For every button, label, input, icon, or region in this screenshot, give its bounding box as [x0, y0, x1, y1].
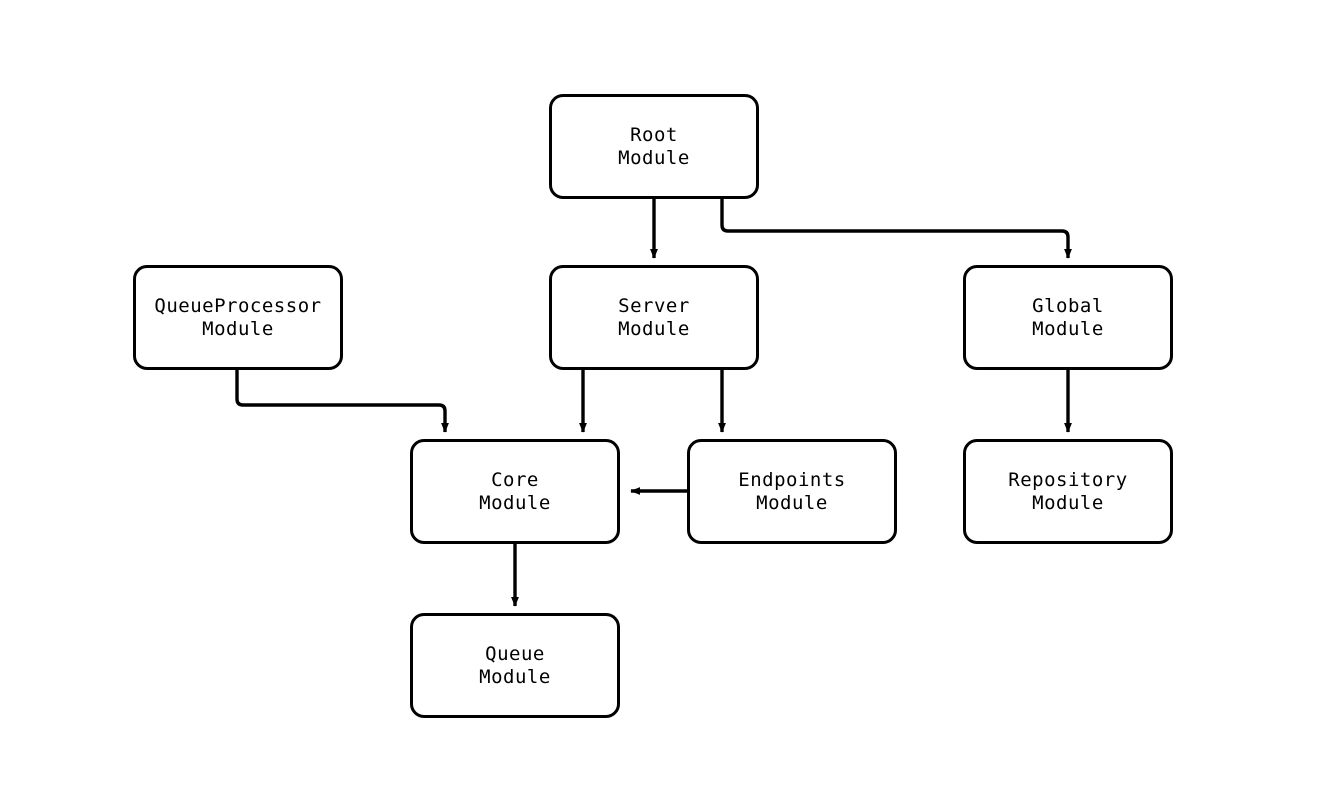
node-repository-label-line2: Module: [1032, 491, 1104, 514]
node-queue[interactable]: Queue Module: [410, 613, 620, 718]
node-repository-label-line1: Repository: [1008, 468, 1128, 491]
node-core-label-line2: Module: [479, 491, 551, 514]
edge-root-to-global: [720, 199, 1072, 259]
node-queueprocessor-label-line1: QueueProcessor: [154, 294, 322, 317]
node-server[interactable]: Server Module: [549, 265, 759, 370]
node-server-label-line2: Module: [618, 317, 690, 340]
node-core-label-line1: Core: [491, 468, 539, 491]
node-root-label-line1: Root: [630, 123, 678, 146]
node-endpoints-label-line2: Module: [756, 491, 828, 514]
node-root-label-line2: Module: [618, 146, 690, 169]
node-repository[interactable]: Repository Module: [963, 439, 1173, 544]
node-queue-label-line1: Queue: [485, 642, 545, 665]
node-core[interactable]: Core Module: [410, 439, 620, 544]
node-root[interactable]: Root Module: [549, 94, 759, 199]
node-queueprocessor-label-line2: Module: [202, 317, 274, 340]
node-endpoints-label-line1: Endpoints: [738, 468, 846, 491]
node-queue-label-line2: Module: [479, 665, 551, 688]
node-server-label-line1: Server: [618, 294, 690, 317]
node-global-label-line1: Global: [1032, 294, 1104, 317]
node-global[interactable]: Global Module: [963, 265, 1173, 370]
node-endpoints[interactable]: Endpoints Module: [687, 439, 897, 544]
node-queueprocessor[interactable]: QueueProcessor Module: [133, 265, 343, 370]
edge-queueprocessor-to-core: [235, 370, 449, 433]
node-global-label-line2: Module: [1032, 317, 1104, 340]
